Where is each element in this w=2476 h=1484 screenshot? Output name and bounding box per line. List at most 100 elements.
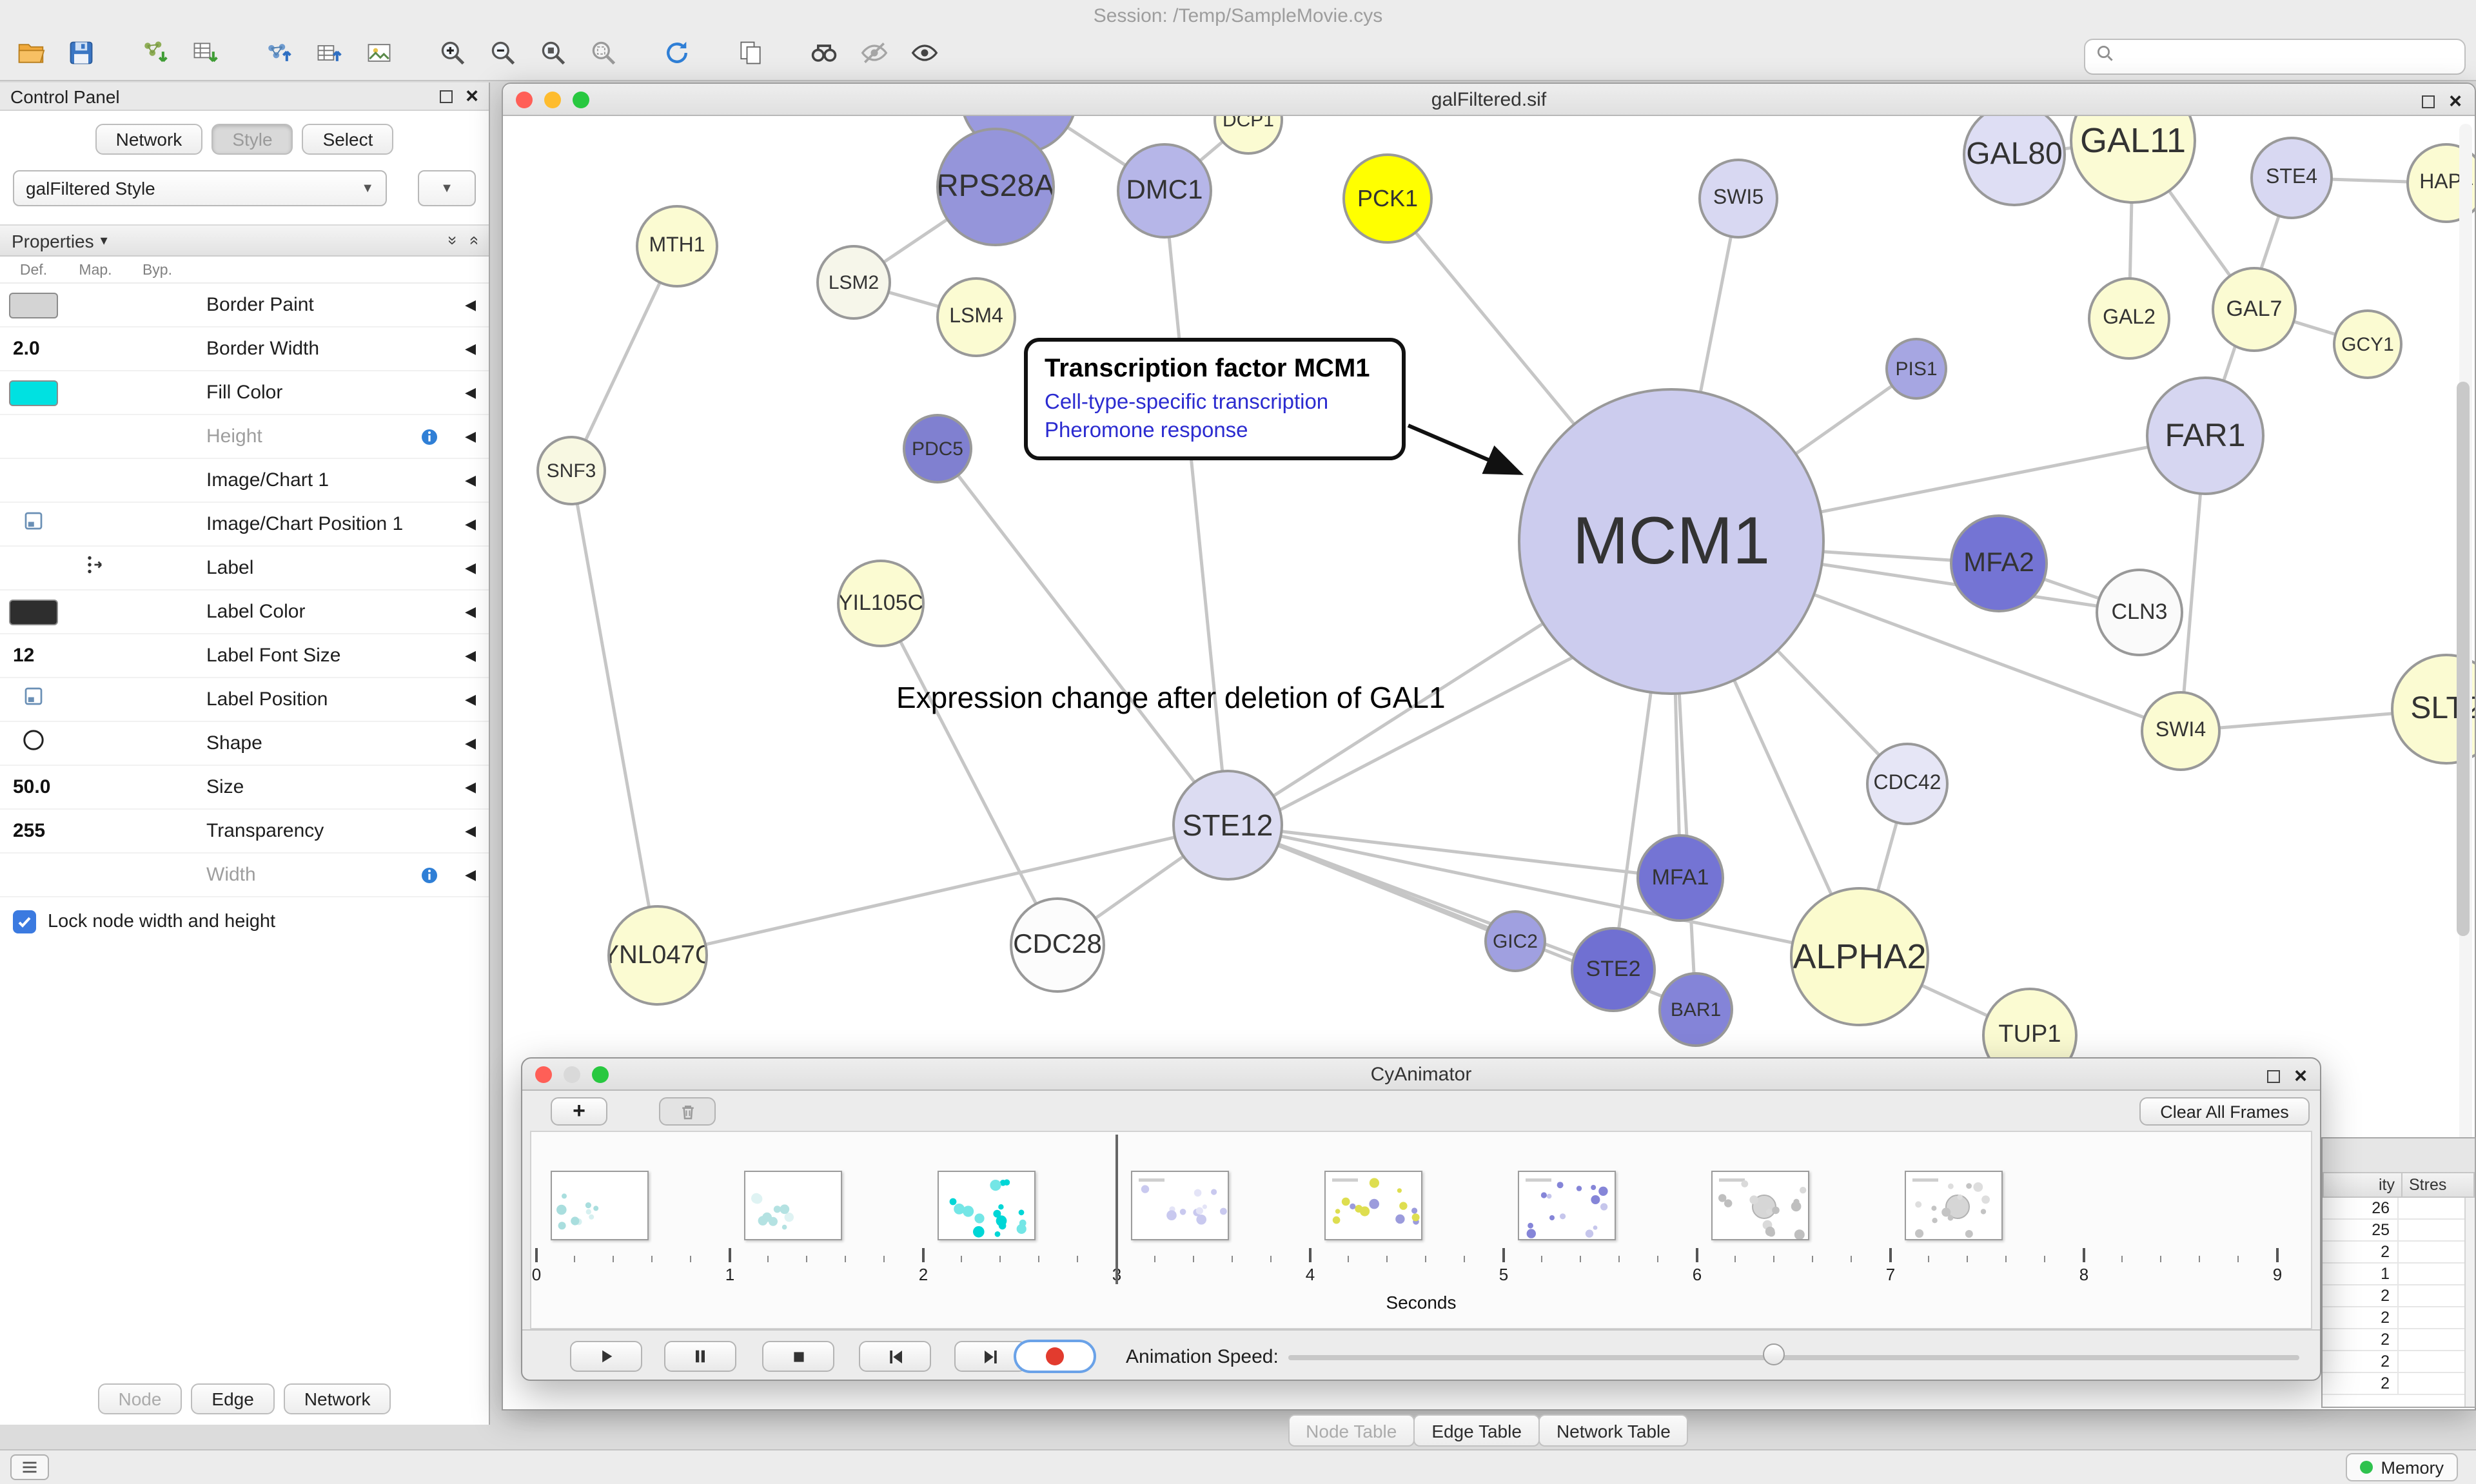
bypass-cell[interactable] — [129, 331, 186, 367]
network-node-GCY1[interactable]: GCY1 — [2333, 309, 2402, 379]
tab-network[interactable]: Network — [95, 124, 203, 155]
expand-row-icon[interactable]: ◀ — [465, 692, 476, 708]
tab-node-table[interactable]: Node Table — [1288, 1414, 1415, 1447]
slider-knob[interactable] — [1763, 1343, 1785, 1365]
expand-row-icon[interactable]: ◀ — [465, 868, 476, 883]
expand-row-icon[interactable]: ◀ — [465, 649, 476, 664]
tab-edge[interactable]: Edge — [191, 1383, 275, 1414]
bypass-cell[interactable] — [129, 506, 186, 542]
toolbar-export-image-button[interactable] — [359, 35, 400, 77]
scrollbar-thumb[interactable] — [2457, 382, 2470, 936]
table-cell[interactable] — [2397, 1198, 2464, 1218]
table-cell[interactable]: 1 — [2381, 1265, 2390, 1283]
bypass-cell[interactable] — [129, 725, 186, 761]
bypass-cell[interactable] — [129, 418, 186, 454]
expand-all-icon[interactable]: » — [462, 235, 482, 246]
network-node-MTH1[interactable]: MTH1 — [636, 205, 718, 288]
stop-button[interactable] — [762, 1341, 834, 1372]
toolbar-copy-view-button[interactable] — [730, 35, 771, 77]
table-cell[interactable]: 2 — [2381, 1309, 2390, 1327]
tab-edge-table[interactable]: Edge Table — [1413, 1414, 1540, 1447]
close-window-x-icon[interactable]: × — [2294, 1064, 2307, 1088]
network-node-GAL2[interactable]: GAL2 — [2088, 277, 2170, 360]
mapping-cell[interactable] — [67, 506, 124, 542]
mapping-cell[interactable] — [67, 550, 124, 586]
playhead[interactable] — [1115, 1135, 1118, 1284]
info-icon[interactable] — [419, 868, 440, 891]
mapping-cell[interactable] — [67, 462, 124, 498]
search-input[interactable] — [2123, 45, 2454, 68]
bypass-cell[interactable] — [129, 769, 186, 805]
table-cell[interactable]: 26 — [2372, 1199, 2390, 1217]
lock-size-row[interactable]: Lock node width and height — [13, 910, 489, 933]
network-node-BAR1[interactable]: BAR1 — [1658, 972, 1733, 1047]
tab-style[interactable]: Style — [211, 124, 293, 155]
delete-frame-button[interactable] — [659, 1097, 716, 1126]
network-node-SNF3[interactable]: SNF3 — [536, 436, 606, 505]
expand-row-icon[interactable]: ◀ — [465, 298, 476, 313]
default-cell[interactable] — [5, 506, 62, 542]
bypass-cell[interactable] — [129, 550, 186, 586]
default-value[interactable]: 255 — [13, 820, 46, 842]
frame-thumbnail-0[interactable] — [551, 1171, 649, 1240]
table-cell[interactable] — [2397, 1242, 2464, 1262]
table-cell[interactable]: 2 — [2381, 1374, 2390, 1392]
default-cell[interactable]: 2.0 — [5, 331, 62, 367]
style-dropdown[interactable]: galFiltered Style ▼ — [13, 170, 387, 206]
network-edge[interactable] — [569, 470, 660, 956]
close-window-icon[interactable] — [516, 92, 533, 108]
clear-all-frames-button[interactable]: Clear All Frames — [2139, 1097, 2310, 1126]
network-node-PDC5[interactable]: PDC5 — [903, 414, 972, 483]
network-edge[interactable] — [936, 447, 1229, 826]
default-cell[interactable] — [5, 287, 62, 323]
default-value-swatch[interactable] — [9, 599, 58, 625]
vertical-scrollbar[interactable] — [2457, 124, 2472, 1399]
table-cell[interactable] — [2397, 1351, 2464, 1372]
mapping-cell[interactable] — [67, 331, 124, 367]
network-node-SWI5[interactable]: SWI5 — [1698, 159, 1778, 239]
expand-row-icon[interactable]: ◀ — [465, 561, 476, 576]
network-node-FAR1[interactable]: FAR1 — [2146, 376, 2265, 495]
network-node-YIL105C[interactable]: YIL105C — [837, 560, 925, 647]
toolbar-first-neighbors-button[interactable] — [803, 35, 845, 77]
expand-row-icon[interactable]: ◀ — [465, 473, 476, 489]
table-cell[interactable]: 2 — [2381, 1331, 2390, 1349]
network-node-GAL7[interactable]: GAL7 — [2212, 267, 2297, 352]
toolbar-show-all-button[interactable] — [904, 35, 945, 77]
table-cell[interactable]: 2 — [2381, 1243, 2390, 1261]
column-header[interactable]: ity — [2323, 1172, 2402, 1198]
annotation-link[interactable]: Pheromone response — [1045, 419, 1248, 442]
default-cell[interactable]: 50.0 — [5, 769, 62, 805]
table-row[interactable]: 26 — [2323, 1198, 2464, 1220]
default-cell[interactable] — [5, 857, 62, 893]
default-value-swatch[interactable] — [9, 380, 58, 405]
default-cell[interactable] — [5, 594, 62, 630]
expand-row-icon[interactable]: ◀ — [465, 386, 476, 401]
default-cell[interactable] — [5, 462, 62, 498]
bypass-cell[interactable] — [129, 813, 186, 849]
property-row-width[interactable]: Width◀ — [0, 854, 489, 897]
network-node-STE2[interactable]: STE2 — [1571, 927, 1656, 1012]
add-frame-button[interactable]: + — [551, 1097, 607, 1126]
network-node-STE12[interactable]: STE12 — [1172, 770, 1283, 881]
mapping-cell[interactable] — [67, 594, 124, 630]
network-node-MCM1[interactable]: MCM1 — [1518, 388, 1825, 695]
network-node-GAL11[interactable]: GAL11 — [2070, 116, 2196, 204]
table-row[interactable]: 2 — [2323, 1329, 2464, 1351]
info-icon[interactable] — [419, 429, 440, 453]
pause-button[interactable] — [664, 1341, 736, 1372]
default-cell[interactable] — [5, 681, 62, 718]
default-cell[interactable] — [5, 550, 62, 586]
panel-menu-button[interactable] — [10, 1454, 49, 1480]
frame-thumbnail-1[interactable] — [744, 1171, 842, 1240]
table-row[interactable]: 2 — [2323, 1351, 2464, 1373]
close-window-x-icon[interactable]: × — [2449, 89, 2462, 113]
network-node-GIC2[interactable]: GIC2 — [1484, 910, 1546, 972]
toolbar-hide-selected-button[interactable] — [854, 35, 895, 77]
network-node-CDC42[interactable]: CDC42 — [1866, 743, 1949, 825]
table-row[interactable]: 2 — [2323, 1285, 2464, 1307]
network-node-RPS28A[interactable]: RPS28A — [936, 128, 1055, 246]
property-row-image-chart-position-1[interactable]: Image/Chart Position 1◀ — [0, 503, 489, 547]
